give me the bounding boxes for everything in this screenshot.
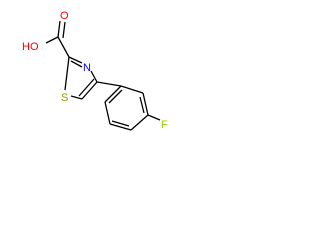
bond-c-c2	[57, 36, 70, 58]
bonds	[45, 20, 161, 131]
bond-ph-6-1-inner	[108, 89, 123, 104]
bond-ph-5-6	[104, 101, 111, 125]
atom-labels: HO O N S F	[22, 10, 168, 131]
bond-c5-s	[70, 95, 83, 100]
bond-ph-6-1	[104, 85, 122, 103]
carbonyl-oxygen-label: O	[60, 10, 69, 22]
bond-ph-2-3	[142, 92, 149, 116]
bond-c-o-double-b	[62, 21, 66, 39]
bond-c-oh	[45, 36, 59, 44]
bond-c-f	[147, 114, 161, 121]
bond-c4-c5-a	[81, 81, 98, 100]
bond-ph-4-5	[109, 123, 132, 131]
bond-c2-n-b	[70, 60, 83, 68]
nitrogen-label: N	[83, 62, 91, 74]
hydroxyl-label: HO	[22, 41, 39, 53]
bond-c-o-double-a	[57, 20, 61, 38]
bond-s-c2	[64, 56, 70, 91]
bond-c4-c5-b	[78, 78, 95, 97]
bond-ph-4-5-inner	[111, 120, 130, 127]
bond-ph-2-3-inner	[139, 96, 145, 114]
structure-canvas: HO O N S F	[0, 0, 192, 159]
sulfur-label: S	[61, 92, 68, 104]
molecule-drawing: HO O N S F	[22, 10, 168, 131]
bond-c2-n-a	[68, 56, 83, 64]
fluorine-label: F	[161, 119, 168, 131]
bond-n-c4	[90, 70, 98, 83]
bond-ph-1-2	[120, 85, 144, 94]
bond-c4-phenyl	[96, 81, 122, 87]
bond-ph-3-4	[130, 114, 149, 131]
